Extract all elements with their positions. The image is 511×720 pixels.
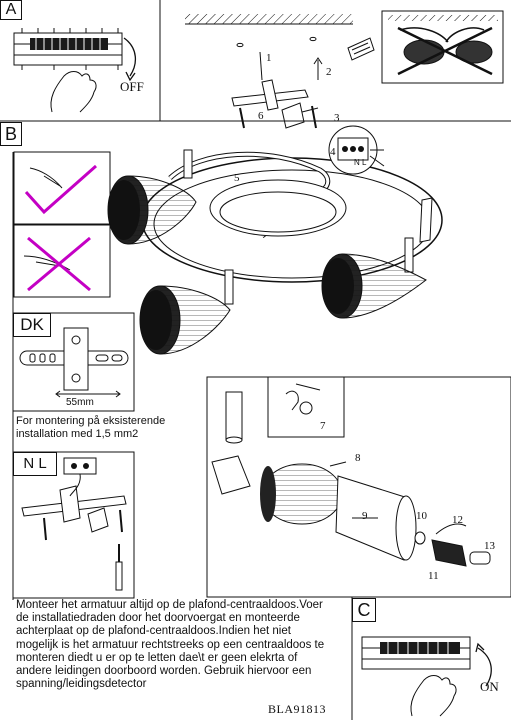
circuit-breaker-icon [13,28,123,70]
step-number: 4 [330,146,336,158]
hand-icon [50,71,97,113]
nl-detail-box [12,451,135,599]
correct-drill-box [13,151,111,225]
wall-plug-icon [347,37,375,61]
dk-dimension: 55mm [66,397,94,408]
panel-a [0,0,161,122]
step-number: 8 [355,452,361,464]
step-number: 7 [320,420,326,432]
instruction-text: Monteer het armatuur altijd op de plafon… [16,599,325,691]
cross-icon [27,236,91,292]
exploded-lamp-detail [206,376,511,598]
section-label-nl: N L [13,452,57,476]
step-number: 6 [258,110,264,122]
arrow-icon [123,37,136,77]
section-label-b: B [0,122,22,146]
step-number: 11 [428,570,439,582]
bulb-icon [431,539,491,567]
step-number: 1 [266,52,272,64]
step-number: 10 [416,510,427,522]
section-label-dk: DK [13,313,51,337]
panel-c [351,596,511,720]
terminal-block-icon [328,125,385,175]
step-number: 2 [326,66,332,78]
dk-note: For montering på eksisterende installati… [16,415,166,440]
spotlight-fixture [107,125,443,355]
section-label-c: C [352,598,376,622]
step-number: 12 [452,514,463,526]
incorrect-orientation-box [381,10,504,84]
incorrect-drill-box [13,224,111,298]
section-label-a: A [0,0,22,20]
ceiling-mount-assembly [185,14,375,129]
hand-icon [410,675,457,717]
screwdriver-icon [115,544,123,591]
step-number: 3 [334,112,340,124]
spot-head-right [321,253,427,319]
nl-terminal-label: N L [354,158,367,167]
check-icon [24,164,97,215]
model-code: BLA91813 [268,702,326,716]
off-label: OFF [120,79,144,94]
spot-head-front [139,285,231,355]
step-number: 5 [234,172,240,184]
arrow-icon [477,647,492,687]
circuit-breaker-icon [361,636,471,670]
step-number: 13 [484,540,495,552]
spot-head-left [107,175,197,245]
on-label: ON [480,679,499,694]
step-number: 9 [362,510,368,522]
